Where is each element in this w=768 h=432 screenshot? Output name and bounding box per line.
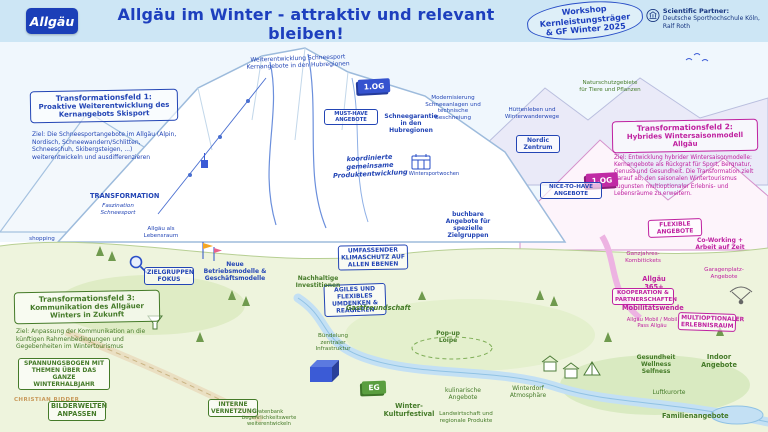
label-gesundheit-wellness-selfness: Gesundheit Wellness Selfness	[636, 354, 676, 376]
label-wintersportwochen: Wintersportwochen	[408, 171, 460, 177]
ski-slopes	[157, 53, 369, 229]
tf2-subtitle: Hybrides Wintersaisonmodell Allgäu	[626, 130, 744, 149]
label-allgaeu-als-lebensraum: Allgäu als Lebensraum	[143, 226, 179, 239]
label-datenbank-begehrlichkeitswerte: Datenbank Begehrlichkeitswerte weiterent…	[241, 409, 297, 428]
label-nachhaltige-investitionen: Nachhaltige Investitionen	[295, 275, 341, 290]
tf2-box: Transformationsfeld 2: Hybrides Wintersa…	[611, 118, 759, 154]
house-icon	[562, 362, 580, 379]
label-multioptionaler-erlebnisraum: MULTIOPTIONALER ERLEBNISRAUM	[677, 311, 744, 333]
label-buchbare-angebote: buchbare Angebote für spezielle Zielgrup…	[445, 211, 491, 240]
label-gastfreundschaft: Gastfreundschaft	[346, 304, 411, 312]
tf1-box: Transformationsfeld 1: Proaktive Weitere…	[29, 88, 179, 124]
label-luftkurorte: Luftkurorte	[652, 389, 686, 396]
tag-1og-left: 1.OG	[357, 78, 391, 94]
label-allgaeu-mobil-pass: Allgäu Mobil / Mobil Pass Allgäu	[626, 317, 678, 330]
label-ganzjahres-kombitickets: Ganzjahres-Kombitickets	[625, 251, 661, 264]
label-faszination-schneesport: Faszination Schneesport	[100, 203, 136, 216]
label-spannungsbogen: SPANNUNGSBOGEN MIT THEMEN ÜBER DAS GANZE…	[18, 358, 110, 391]
tf2-goal: Ziel: Entwicklung hybrider Wintersaisonm…	[614, 155, 754, 197]
label-winterdorf-atmosphaere: Winterdorf Atmosphäre	[509, 385, 547, 400]
label-transformation: TRANSFORMATION	[90, 192, 160, 200]
university-icon	[646, 8, 660, 23]
label-zielgruppen-fokus: ZIELGRUPPEN FOKUS	[144, 267, 194, 286]
allgaeu-logo: Allgäu	[26, 8, 78, 34]
label-landwirtschaft-regionale-produkte: Landwirtschaft und regionale Produkte	[439, 411, 493, 424]
flag-icon	[202, 242, 222, 261]
river	[293, 293, 768, 427]
tf3-goal: Ziel: Anpassung der Kommunikation an die…	[16, 328, 146, 350]
label-allgaeu-365: Allgäu 365+	[642, 275, 666, 291]
tag-eg: EG	[361, 380, 387, 395]
tf3-box: Transformationsfeld 3: Kommunikation des…	[13, 289, 161, 325]
label-garagenplatz-angebote: Garagenplatz-Angebote	[704, 267, 744, 280]
label-indoor-angebote: Indoor Angebote	[701, 353, 737, 369]
tf3-subtitle: Kommunikation des Allgäuer Winters in Zu…	[29, 302, 145, 321]
label-must-have-angebote: MUST-HAVE ANGEBOTE	[324, 109, 378, 126]
label-flexible-angebote: FLEXIBLE ANGEBOTE	[647, 218, 703, 239]
label-mobilitaetswende: Mobilitätswende	[622, 304, 684, 312]
trees	[96, 246, 724, 342]
label-neue-betriebsmodelle: Neue Betriebsmodelle & Geschäftsmodelle	[203, 261, 267, 283]
label-coworking-arbeit-auf-zeit: Co-Working + Arbeit auf Zeit	[695, 237, 745, 252]
scientific-partner-block: Scientific Partner: Deutsche Sporthochsc…	[646, 7, 766, 30]
label-familienangebote: Familienangebote	[662, 412, 729, 420]
partner-name: Deutsche Sporthochschule Köln, Ralf Roth	[662, 15, 760, 30]
label-huettenleben-winterwanderwege: Hüttenleben und Winterwanderwege	[504, 107, 560, 120]
artist-credit: CHRISTIAN RIDDER	[14, 397, 80, 403]
house-icon	[541, 355, 559, 372]
label-naturschutzgebiete: Naturschutzgebiete für Tiere und Pflanze…	[579, 80, 641, 93]
lake	[710, 405, 764, 425]
label-kooperation-partnerschaften: KOOPERATION & PARTNERSCHAFTEN	[612, 288, 677, 306]
label-nice-to-have-angebote: NICE-TO-HAVE ANGEBOTE	[540, 182, 602, 200]
label-shopping: shopping	[29, 236, 55, 242]
page-title: Allgäu im Winter - attraktiv und relevan…	[117, 5, 495, 43]
paraglider-icon	[729, 286, 753, 305]
tent-icon	[583, 361, 601, 376]
label-interne-vernetzung: INTERNE VERNETZUNG	[208, 399, 258, 418]
top-banner	[0, 0, 768, 42]
label-popup-loipe: Pop-up Loipe	[436, 330, 460, 345]
calendar-icon	[411, 154, 431, 170]
partner-label: Scientific Partner:	[662, 7, 730, 15]
label-klimaschutz: UMFASSENDER KLIMASCHUTZ AUF ALLEN EBENEN	[337, 244, 409, 271]
label-modernisierung-beschneiung: Modernisierung Schneeanlagen und technis…	[425, 95, 481, 121]
label-koordinierte-produktentwicklung: koordinierte gemeinsame Produktentwicklu…	[332, 152, 408, 180]
label-nordic-zentrum: Nordic Zentrum	[516, 135, 560, 154]
tf1-goal: Ziel: Die Schneesportangebote im Allgäu …	[32, 131, 177, 161]
gondola-icon	[201, 160, 208, 168]
loipe-loop	[411, 336, 493, 360]
label-kulinarische-angebote: kulinarische Angebote	[445, 387, 481, 402]
cube-icon	[310, 360, 339, 382]
label-bilderwelten-anpassen: BILDERWELTEN ANPASSEN	[48, 401, 107, 421]
label-winter-kulturfestival: Winter-Kulturfestival	[383, 402, 435, 418]
tf1-subtitle: Proaktive Weiterentwicklung des Kernange…	[38, 100, 170, 120]
birds-icon	[685, 53, 709, 62]
label-schneegarantie: Schneegarantie in den Hubregionen	[384, 113, 438, 135]
magenta-path	[599, 234, 642, 321]
label-buendelung-infrastruktur: Bündelung zentraler Infrastruktur	[315, 333, 351, 353]
